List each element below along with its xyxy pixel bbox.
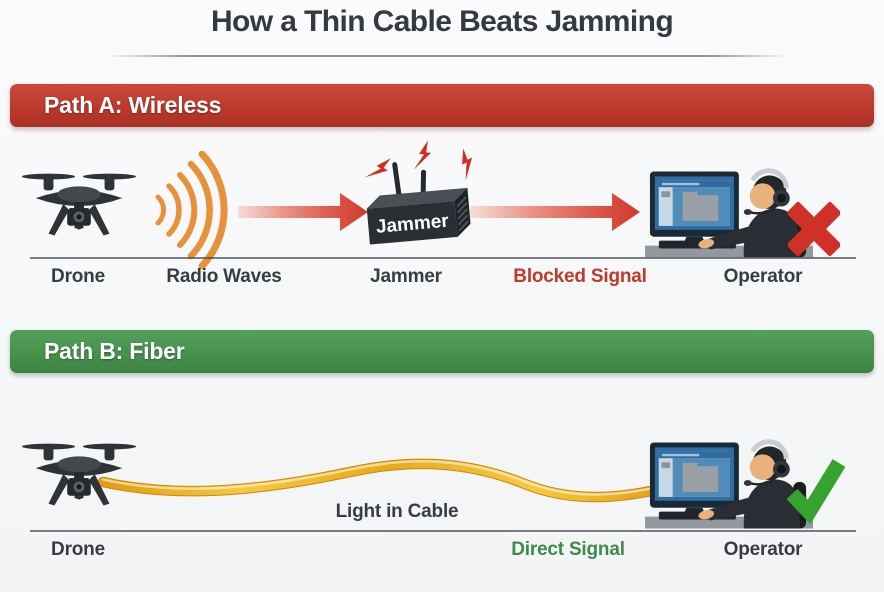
label-blocked-signal: Blocked Signal bbox=[513, 266, 647, 287]
path-a-banner-label: Path A: Wireless bbox=[44, 92, 222, 118]
path-a-baseline bbox=[30, 257, 856, 259]
drone-icon bbox=[21, 173, 137, 236]
jammer-icon: Jammer bbox=[364, 139, 480, 245]
arrow-right-icon bbox=[470, 193, 640, 231]
drone-icon bbox=[21, 443, 137, 506]
arrow-right-icon bbox=[238, 193, 368, 231]
fiber-cable-icon bbox=[97, 458, 679, 503]
path-a-banner: Path A: Wireless bbox=[10, 84, 874, 127]
check-icon bbox=[786, 459, 846, 524]
label-drone-b: Drone bbox=[51, 539, 105, 560]
label-jammer: Jammer bbox=[370, 266, 442, 287]
label-radio-waves: Radio Waves bbox=[166, 266, 282, 287]
label-direct-signal: Direct Signal bbox=[511, 539, 625, 560]
label-operator-a: Operator bbox=[723, 266, 803, 287]
x-cross-icon bbox=[788, 201, 840, 257]
label-operator-b: Operator bbox=[723, 539, 803, 560]
page-title: How a Thin Cable Beats Jamming bbox=[210, 5, 674, 38]
title-divider bbox=[105, 55, 790, 57]
path-b-banner: Path B: Fiber bbox=[10, 330, 874, 373]
path-b-baseline bbox=[30, 530, 856, 532]
label-light-in-cable: Light in Cable bbox=[335, 501, 459, 522]
operator-icon bbox=[645, 439, 813, 529]
path-b-banner-label: Path B: Fiber bbox=[44, 338, 185, 364]
label-drone-a: Drone bbox=[51, 266, 105, 287]
radio-waves-icon bbox=[155, 151, 228, 269]
